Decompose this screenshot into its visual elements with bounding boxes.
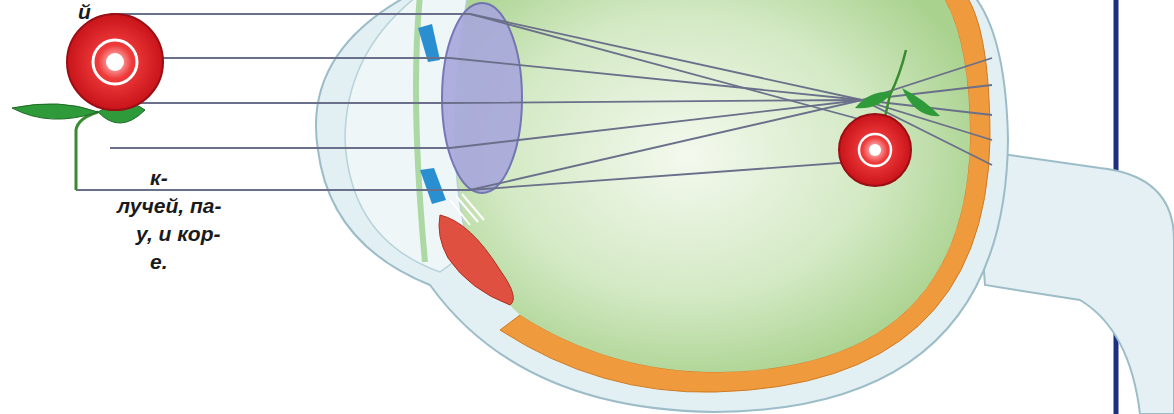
text-fragment: е. (150, 250, 168, 274)
text-fragment: лучей, па- (117, 194, 221, 218)
text-fragment: й (78, 0, 91, 24)
text-fragment: у, и кор- (136, 222, 221, 246)
text-fragment: к- (150, 166, 168, 190)
